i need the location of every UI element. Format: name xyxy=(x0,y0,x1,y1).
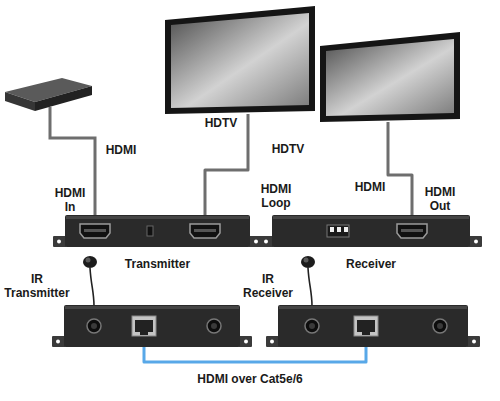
unit-body xyxy=(272,215,470,247)
dip-switch-lever xyxy=(330,227,334,232)
ir-cord xyxy=(308,268,312,306)
tv-screen xyxy=(171,13,309,108)
hdtv-screen: HDTV xyxy=(320,32,460,122)
rj45-socket xyxy=(357,320,375,332)
unit-drawing xyxy=(320,32,460,122)
rj45-tab xyxy=(140,332,148,335)
unit-highlight xyxy=(65,306,239,309)
dvd-player-side xyxy=(5,92,35,111)
mounting-ear xyxy=(266,336,280,347)
unit-highlight xyxy=(66,216,249,219)
dvd-player-front xyxy=(35,86,92,111)
rj45-tab xyxy=(362,332,370,335)
cable xyxy=(388,122,412,215)
mounting-ear xyxy=(466,336,480,347)
mounting-hole xyxy=(57,240,61,244)
port-label: HDMI In xyxy=(50,186,90,214)
dip-switch-lever xyxy=(344,227,348,232)
ir-lens xyxy=(86,258,91,263)
unit-label: HDTV xyxy=(266,142,310,156)
rj45-port xyxy=(132,316,156,336)
switch xyxy=(147,226,153,236)
mounting-hole xyxy=(56,340,60,344)
ir-lens xyxy=(304,258,309,263)
dip-switch xyxy=(327,225,349,237)
unit-drawing xyxy=(165,6,315,114)
mounting-hole xyxy=(244,340,248,344)
mounting-ear xyxy=(260,236,274,247)
receiver-front: Receiver xyxy=(272,215,470,247)
hdmi-port xyxy=(190,224,220,238)
mounting-ear xyxy=(52,336,66,347)
port-label: HDMI Out xyxy=(420,185,460,213)
port-label: HDMI over Cat5e/6 xyxy=(0,372,500,386)
unit-drawing xyxy=(65,215,250,247)
mounting-hole xyxy=(472,340,476,344)
unit-highlight xyxy=(279,306,467,309)
hdmi-port-pins xyxy=(401,229,423,232)
rj45-socket xyxy=(135,320,153,332)
tv-bezel xyxy=(165,6,315,114)
port-label: HDMI xyxy=(350,180,390,194)
rj45-port xyxy=(354,316,378,336)
mounting-hole xyxy=(254,240,258,244)
unit-label: Receiver xyxy=(272,257,470,271)
transmitter-front: Transmitter xyxy=(65,215,250,247)
ir-jack-hole xyxy=(211,323,217,329)
unit-body xyxy=(278,305,468,347)
tv-bezel xyxy=(320,32,460,122)
port-label: HDMI Loop xyxy=(256,182,296,210)
hdmi-port xyxy=(80,224,110,238)
cable xyxy=(144,347,366,362)
mounting-hole xyxy=(474,240,478,244)
ir-jack-hole xyxy=(309,323,315,329)
mounting-hole xyxy=(264,240,268,244)
ir-jack-hole xyxy=(437,323,443,329)
port-label: HDMI xyxy=(101,143,141,157)
unit-label: HDTV xyxy=(199,116,243,130)
ir-jack xyxy=(433,319,447,333)
unit-drawing xyxy=(272,215,470,247)
hdmi-port-pins xyxy=(84,229,106,232)
unit-highlight xyxy=(273,216,469,219)
hdtv-screen: HDTV xyxy=(165,6,315,114)
dip-switch-lever xyxy=(337,227,341,232)
unit-drawing xyxy=(64,305,240,347)
ir-jack xyxy=(207,319,221,333)
hdmi-cable xyxy=(50,107,95,215)
unit-body xyxy=(64,305,240,347)
hdmi-port-pins xyxy=(194,229,216,232)
hdmi-port xyxy=(397,224,427,238)
ir-eye xyxy=(83,256,97,268)
ir-jack xyxy=(305,319,319,333)
transmitter-back: IR Transmitter xyxy=(64,305,240,347)
mounting-ear xyxy=(468,236,482,247)
mounting-ear xyxy=(238,336,252,347)
ir-jack-hole xyxy=(91,323,97,329)
unit-label: IR Receiver xyxy=(238,272,298,300)
mounting-ear xyxy=(248,236,262,247)
mounting-hole xyxy=(270,340,274,344)
unit-body xyxy=(65,215,250,247)
unit-label: IR Transmitter xyxy=(2,272,72,300)
unit-label: Transmitter xyxy=(65,257,250,271)
ir-eye xyxy=(301,256,315,268)
ir-jack xyxy=(87,319,101,333)
tv-screen xyxy=(326,39,454,116)
unit-drawing xyxy=(278,305,468,347)
ir-cord xyxy=(90,268,94,306)
receiver-back: IR Receiver xyxy=(278,305,468,347)
mounting-ear xyxy=(53,236,67,247)
